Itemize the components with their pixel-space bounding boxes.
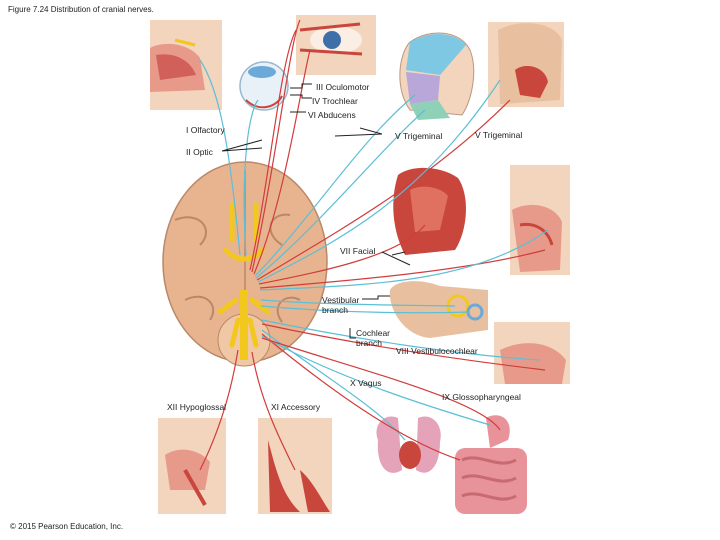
digestive-organs-illustration: [455, 415, 527, 514]
label-trigeminal-2: V Trigeminal: [475, 130, 523, 140]
jaw-muscle-illustration: [488, 22, 564, 107]
figure-caption: Figure 7.24 Distribution of cranial nerv…: [8, 5, 154, 14]
label-oculomotor: III Oculomotor: [316, 82, 370, 92]
label-accessory: XI Accessory: [271, 402, 321, 412]
facial-muscles-illustration: [393, 167, 466, 255]
pharynx-illustration: [494, 322, 570, 384]
eyeball-illustration: [239, 61, 289, 111]
tongue-neck-illustration: [158, 418, 226, 514]
nasal-cavity-illustration: [150, 20, 222, 110]
label-facial: VII Facial: [340, 246, 376, 256]
brain-inferior-view: [162, 161, 328, 367]
label-trigeminal-1: V Trigeminal: [395, 131, 443, 141]
label-olfactory: I Olfactory: [186, 125, 225, 135]
inner-ear-illustration: [389, 281, 488, 338]
label-vagus: X Vagus: [350, 378, 382, 388]
label-vestibulocochlear: VIII Vestibulocochlear: [396, 346, 478, 356]
face-trigeminal-regions: [399, 32, 475, 120]
eye-muscles-illustration: [296, 15, 376, 75]
label-cochlear-branch: Cochlear branch: [356, 328, 391, 348]
neck-muscles-illustration: [258, 418, 332, 514]
label-glossopharyngeal: IX Glossopharyngeal: [442, 392, 521, 402]
label-vestibular-branch: Vestibular branch: [322, 295, 360, 315]
label-abducens: VI Abducens: [308, 110, 356, 120]
label-trochlear: IV Trochlear: [312, 96, 358, 106]
label-leaders: [221, 83, 411, 339]
copyright-notice: © 2015 Pearson Education, Inc.: [10, 522, 124, 531]
mouth-throat-illustration: [510, 165, 570, 275]
label-hypoglossal: XII Hypoglossal: [167, 402, 227, 412]
label-optic: II Optic: [186, 147, 213, 157]
nerve-fibers: [199, 19, 549, 471]
lungs-heart-illustration: [376, 416, 441, 473]
